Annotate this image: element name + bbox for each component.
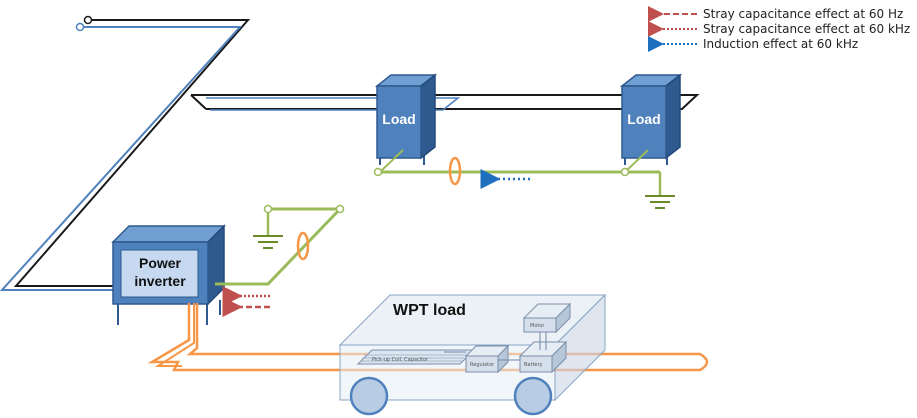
- wheel-front: [349, 376, 389, 416]
- legend-text-60hz: Stray capacitance effect at 60 Hz: [703, 7, 903, 21]
- load-label-2: Load: [627, 111, 660, 127]
- battery-label: Battery: [524, 362, 543, 368]
- inverter-label-line2: inverter: [134, 273, 186, 289]
- vehicle-wiring: [444, 332, 547, 361]
- capacitor-label: Pick-up Coil, Capacitor: [372, 357, 429, 363]
- load-box-1: Load: [374, 73, 438, 165]
- line-terminal-blue: [75, 22, 85, 32]
- wheel-rear: [513, 376, 553, 416]
- regulator-label: Regulator: [470, 362, 495, 368]
- motor-label: Motor: [530, 323, 545, 329]
- load-box-2: Load: [619, 73, 683, 165]
- ground-symbol-1: [645, 195, 675, 209]
- legend-text-60khz-stray: Stray capacitance effect at 60 kHz: [703, 22, 910, 36]
- load-ground-wire: [373, 149, 675, 209]
- wpt-title: WPT load: [393, 302, 466, 319]
- battery: Battery: [518, 340, 568, 374]
- power-line: [0, 15, 700, 291]
- legend: Stray capacitance effect at 60 Hz Stray …: [648, 6, 910, 52]
- pickup-capacitor: Pick-up Coil, Capacitor: [356, 349, 476, 365]
- current-probe-1: [448, 156, 462, 186]
- power-inverter: Power inverter: [111, 224, 226, 325]
- wpt-vehicle: WPT load Pick-up Coil, Capacitor Regulat…: [338, 293, 607, 416]
- inverter-ground-wire: [215, 204, 345, 317]
- line-terminal-black: [83, 15, 93, 25]
- motor: Motor: [522, 302, 572, 334]
- wpt-coil-loop: [147, 303, 709, 372]
- ground-symbol-2: [253, 235, 283, 249]
- regulator: Regulator: [464, 344, 510, 374]
- legend-text-induction: Induction effect at 60 kHz: [703, 37, 858, 51]
- load-label-1: Load: [382, 111, 415, 127]
- current-probe-2: [296, 231, 310, 261]
- inverter-label-line1: Power: [139, 255, 182, 271]
